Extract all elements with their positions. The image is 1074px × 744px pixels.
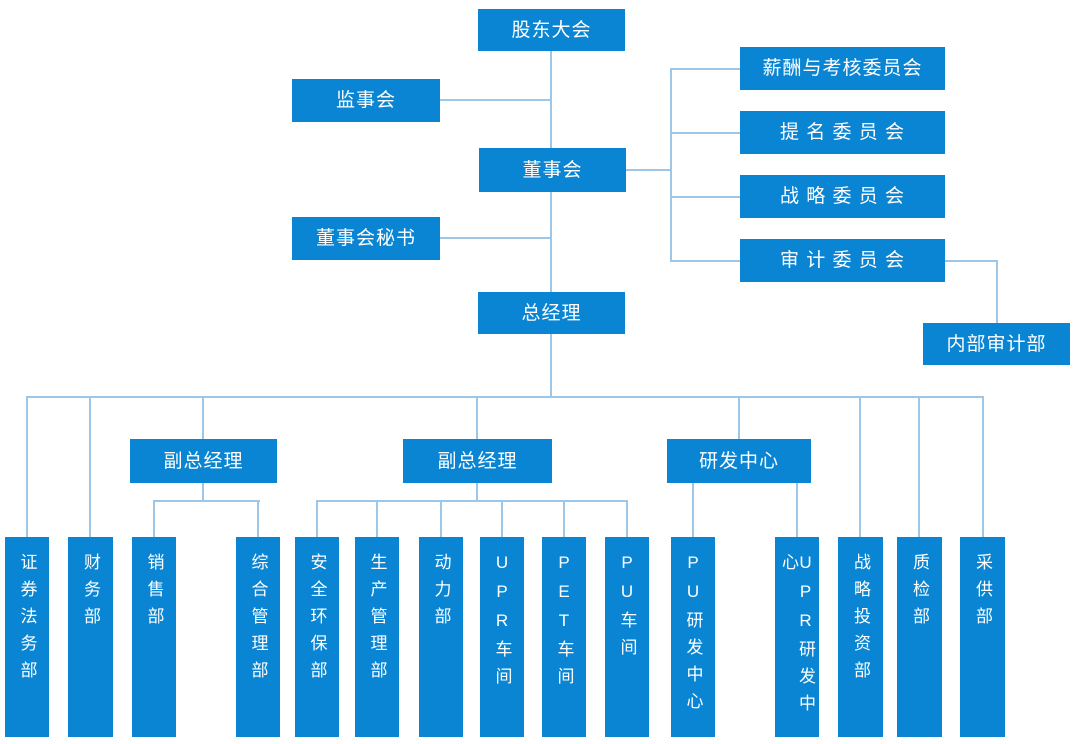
connector-drop-safety-v bbox=[316, 500, 318, 537]
org-node-finance-dept: 财务部 bbox=[68, 537, 113, 737]
org-node-upr-rd-center: UPR研发中心 bbox=[775, 537, 819, 737]
connector-riser-deputy1-v bbox=[202, 396, 204, 439]
connector-board-to-committees-h bbox=[626, 169, 671, 171]
org-node-label-safety-environment-dept: 安全环保部 bbox=[307, 553, 327, 688]
connector-riser-deputy2-v bbox=[476, 396, 478, 439]
org-node-strategic-investment-dept: 战略投资部 bbox=[838, 537, 883, 737]
connector-drop-production-v bbox=[376, 500, 378, 537]
org-node-label-internal-audit-dept: 内部审计部 bbox=[946, 333, 1047, 355]
org-node-label-nomination-committee: 提 名 委 员 会 bbox=[779, 122, 906, 143]
org-node-upr-workshop: UPR车间 bbox=[480, 537, 524, 737]
org-node-shareholders-meeting: 股东大会 bbox=[478, 9, 625, 51]
connector-drop-pet-workshop-v bbox=[563, 500, 565, 537]
org-node-label-power-dept: 动力部 bbox=[431, 553, 451, 634]
org-node-audit-committee: 审 计 委 员 会 bbox=[740, 239, 945, 282]
org-node-nomination-committee: 提 名 委 员 会 bbox=[740, 111, 945, 154]
org-node-label-pu-workshop: PU车间 bbox=[617, 553, 637, 665]
org-node-pu-rd-center: PU研发中心 bbox=[671, 537, 715, 737]
org-node-pet-workshop: PET车间 bbox=[542, 537, 586, 737]
connector-nomination-branch-h bbox=[670, 132, 740, 134]
org-node-production-management-dept: 生产管理部 bbox=[355, 537, 399, 737]
connector-audit-to-internal-v bbox=[996, 260, 998, 323]
org-node-label-procurement-supply-dept: 采供部 bbox=[973, 553, 992, 634]
connector-riser-finance-v bbox=[89, 396, 91, 537]
connector-strategy-branch-h bbox=[670, 196, 740, 198]
org-node-general-management-dept: 综合管理部 bbox=[236, 537, 280, 737]
org-node-label-pu-rd-center: PU研发中心 bbox=[683, 553, 703, 719]
org-node-label-general-manager: 总经理 bbox=[521, 302, 582, 324]
org-node-label-sales-dept: 销售部 bbox=[144, 553, 164, 634]
connector-riser-rd-center-v bbox=[738, 396, 740, 439]
connector-riser-quality-v bbox=[918, 396, 920, 537]
connector-deputy1-drop-v bbox=[202, 483, 204, 502]
org-node-label-quality-inspection-dept: 质检部 bbox=[910, 553, 929, 634]
connector-shareholders-to-board-v bbox=[550, 51, 552, 148]
connector-riser-securities-v bbox=[26, 396, 28, 537]
org-node-board-of-directors: 董事会 bbox=[479, 148, 626, 192]
connector-audit-branch-h bbox=[670, 260, 740, 262]
org-node-label-general-management-dept: 综合管理部 bbox=[248, 553, 268, 688]
org-node-label-strategic-investment-dept: 战略投资部 bbox=[851, 553, 870, 688]
org-node-label-remuneration-assessment-committee: 薪酬与考核委员会 bbox=[762, 58, 923, 79]
org-node-label-audit-committee: 审 计 委 员 会 bbox=[779, 250, 906, 271]
connector-deputy2-drop-v bbox=[476, 483, 478, 502]
connector-secretary-branch-h bbox=[440, 237, 551, 239]
org-node-label-deputy-general-manager-1: 副总经理 bbox=[163, 450, 244, 472]
org-node-label-deputy-general-manager-2: 副总经理 bbox=[437, 450, 518, 472]
org-node-procurement-supply-dept: 采供部 bbox=[960, 537, 1005, 737]
org-node-label-board-secretary: 董事会秘书 bbox=[315, 228, 416, 249]
org-node-label-upr-workshop: UPR车间 bbox=[492, 553, 512, 694]
org-node-deputy-general-manager-1: 副总经理 bbox=[130, 439, 277, 483]
connector-riser-procurement-v bbox=[982, 396, 984, 537]
connector-remuneration-branch-h bbox=[670, 68, 740, 70]
connector-audit-to-internal-h bbox=[945, 260, 998, 262]
org-node-label-shareholders-meeting: 股东大会 bbox=[511, 19, 592, 41]
connector-drop-sales-v bbox=[153, 500, 155, 537]
org-node-rd-center: 研发中心 bbox=[667, 439, 811, 483]
org-node-label-strategy-committee: 战 略 委 员 会 bbox=[779, 186, 906, 207]
org-node-safety-environment-dept: 安全环保部 bbox=[295, 537, 339, 737]
org-node-label-board-of-directors: 董事会 bbox=[522, 159, 583, 181]
connector-drop-pu-workshop-v bbox=[626, 500, 628, 537]
org-node-label-upr-rd-center: UPR研发中心 bbox=[779, 553, 815, 721]
org-node-supervisory-board: 监事会 bbox=[292, 79, 440, 122]
connector-drop-pu-rd-v bbox=[692, 483, 694, 537]
org-node-label-supervisory-board: 监事会 bbox=[335, 90, 396, 111]
org-node-label-securities-legal-dept: 证券法务部 bbox=[17, 553, 37, 688]
org-node-label-pet-workshop: PET车间 bbox=[554, 553, 574, 694]
org-node-label-production-management-dept: 生产管理部 bbox=[367, 553, 387, 688]
org-node-securities-legal-dept: 证券法务部 bbox=[5, 537, 49, 737]
connector-committee-spine-v bbox=[670, 68, 672, 262]
connector-main-distribution-h bbox=[26, 396, 984, 398]
connector-deputy2-split-h bbox=[316, 500, 628, 502]
connector-drop-power-v bbox=[440, 500, 442, 537]
connector-deputy1-split-h bbox=[153, 500, 260, 502]
connector-gm-riser-v bbox=[550, 334, 552, 397]
org-node-quality-inspection-dept: 质检部 bbox=[897, 537, 942, 737]
org-node-strategy-committee: 战 略 委 员 会 bbox=[740, 175, 945, 218]
connector-riser-strategic-v bbox=[859, 396, 861, 537]
org-node-board-secretary: 董事会秘书 bbox=[292, 217, 440, 260]
org-node-general-manager: 总经理 bbox=[478, 292, 625, 334]
connector-drop-upr-rd-v bbox=[796, 483, 798, 537]
org-node-remuneration-assessment-committee: 薪酬与考核委员会 bbox=[740, 47, 945, 90]
org-node-label-finance-dept: 财务部 bbox=[81, 553, 100, 634]
org-node-power-dept: 动力部 bbox=[419, 537, 463, 737]
connector-supervisory-branch-h bbox=[440, 99, 551, 101]
org-node-deputy-general-manager-2: 副总经理 bbox=[403, 439, 552, 483]
connector-board-to-gm-v bbox=[550, 192, 552, 292]
org-node-label-rd-center: 研发中心 bbox=[698, 450, 779, 472]
org-node-sales-dept: 销售部 bbox=[132, 537, 176, 737]
org-node-pu-workshop: PU车间 bbox=[605, 537, 649, 737]
connector-drop-general-mgmt-v bbox=[257, 500, 259, 537]
org-node-internal-audit-dept: 内部审计部 bbox=[923, 323, 1070, 365]
connector-drop-upr-workshop-v bbox=[501, 500, 503, 537]
